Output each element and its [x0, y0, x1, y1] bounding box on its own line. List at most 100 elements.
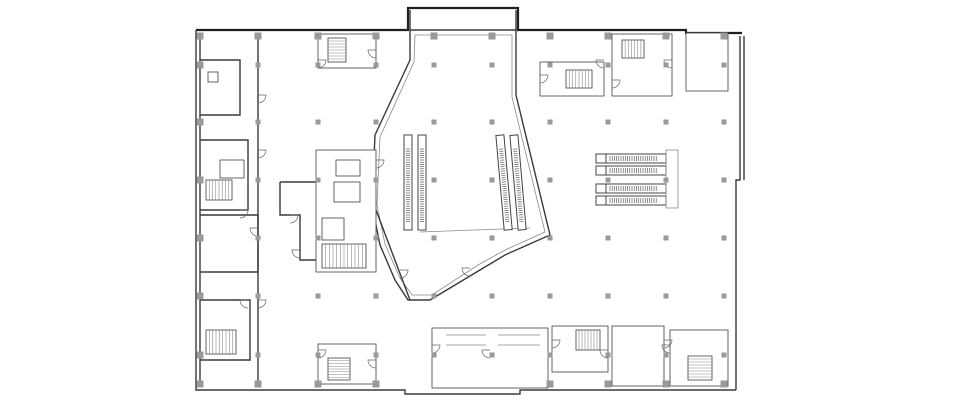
door-swing: [367, 359, 377, 369]
column: [254, 32, 262, 40]
escalator-east-2: [509, 134, 527, 231]
column: [431, 352, 437, 358]
door-swing: [461, 267, 471, 277]
north-core-east: [539, 32, 729, 97]
column: [431, 177, 437, 183]
column: [547, 352, 553, 358]
column: [721, 177, 727, 183]
core-lobby-wall: [279, 181, 316, 261]
column: [315, 235, 321, 241]
column: [431, 235, 437, 241]
column: [663, 119, 669, 125]
door-swings: [239, 49, 673, 369]
door-swing: [367, 49, 377, 59]
column: [547, 177, 553, 183]
door-swing: [661, 344, 671, 354]
escalator-south-4: [595, 195, 667, 206]
column: [721, 119, 727, 125]
door-swing: [317, 349, 327, 359]
stair-w2b: [219, 159, 245, 179]
toilet-partitions: [446, 334, 540, 346]
column: [196, 32, 204, 40]
door-swing: [257, 94, 267, 104]
column: [315, 62, 321, 68]
core-atrium-wall: [375, 209, 411, 301]
column: [255, 62, 261, 68]
room-w3: [200, 214, 259, 273]
room-w1: [200, 59, 241, 116]
door-swing: [291, 249, 301, 259]
column: [431, 293, 437, 299]
column: [721, 293, 727, 299]
door-swing: [399, 269, 409, 279]
column: [605, 62, 611, 68]
column: [663, 235, 669, 241]
column-grid: [196, 32, 728, 388]
column: [489, 352, 495, 358]
column: [255, 352, 261, 358]
column: [604, 32, 612, 40]
column: [547, 293, 553, 299]
door-swing: [249, 227, 259, 237]
door-swing: [539, 74, 549, 84]
column: [663, 352, 669, 358]
column: [315, 293, 321, 299]
north-atrium-wall: [409, 10, 517, 30]
treads-n1: [328, 40, 346, 60]
column: [373, 119, 379, 125]
column: [373, 177, 379, 183]
door-swing: [551, 339, 561, 349]
column: [488, 32, 496, 40]
door-swing: [599, 349, 609, 359]
column: [255, 293, 261, 299]
column: [663, 293, 669, 299]
column: [373, 62, 379, 68]
column: [196, 351, 204, 359]
door-swing: [239, 209, 249, 219]
column: [547, 62, 553, 68]
column: [314, 380, 322, 388]
door-swing: [317, 59, 327, 69]
door-swing: [289, 214, 299, 224]
treads-w4: [209, 330, 233, 354]
column: [196, 234, 204, 242]
column: [604, 380, 612, 388]
column: [605, 177, 611, 183]
escalator-east-1: [495, 134, 513, 231]
column: [721, 235, 727, 241]
column: [547, 119, 553, 125]
column: [662, 32, 670, 40]
column: [546, 380, 554, 388]
room-w4: [200, 299, 251, 361]
west-rooms: [200, 34, 259, 386]
room-ne: [685, 32, 729, 92]
column: [196, 176, 204, 184]
column: [254, 380, 262, 388]
room-se1: [611, 325, 665, 387]
column: [663, 177, 669, 183]
escalator-west-2: [417, 134, 427, 231]
escalator-south-2: [595, 165, 667, 176]
treads-se1: [578, 330, 598, 350]
central-core: [279, 149, 411, 301]
escalators: [403, 134, 679, 231]
escalator-south-1: [595, 153, 667, 164]
column: [663, 62, 669, 68]
escalator-west-1: [403, 134, 413, 231]
column: [315, 119, 321, 125]
treads-ne2: [624, 40, 642, 58]
column: [489, 62, 495, 68]
door-swing: [595, 59, 605, 69]
column: [489, 177, 495, 183]
treads-core: [325, 244, 363, 268]
stair-ne2-flight: [621, 39, 645, 59]
column: [546, 32, 554, 40]
column: [196, 292, 204, 300]
atrium-rail: [376, 34, 546, 296]
door-swing: [481, 349, 491, 359]
column: [430, 32, 438, 40]
stair-treads: [208, 40, 712, 378]
column: [489, 235, 495, 241]
column: [431, 119, 437, 125]
